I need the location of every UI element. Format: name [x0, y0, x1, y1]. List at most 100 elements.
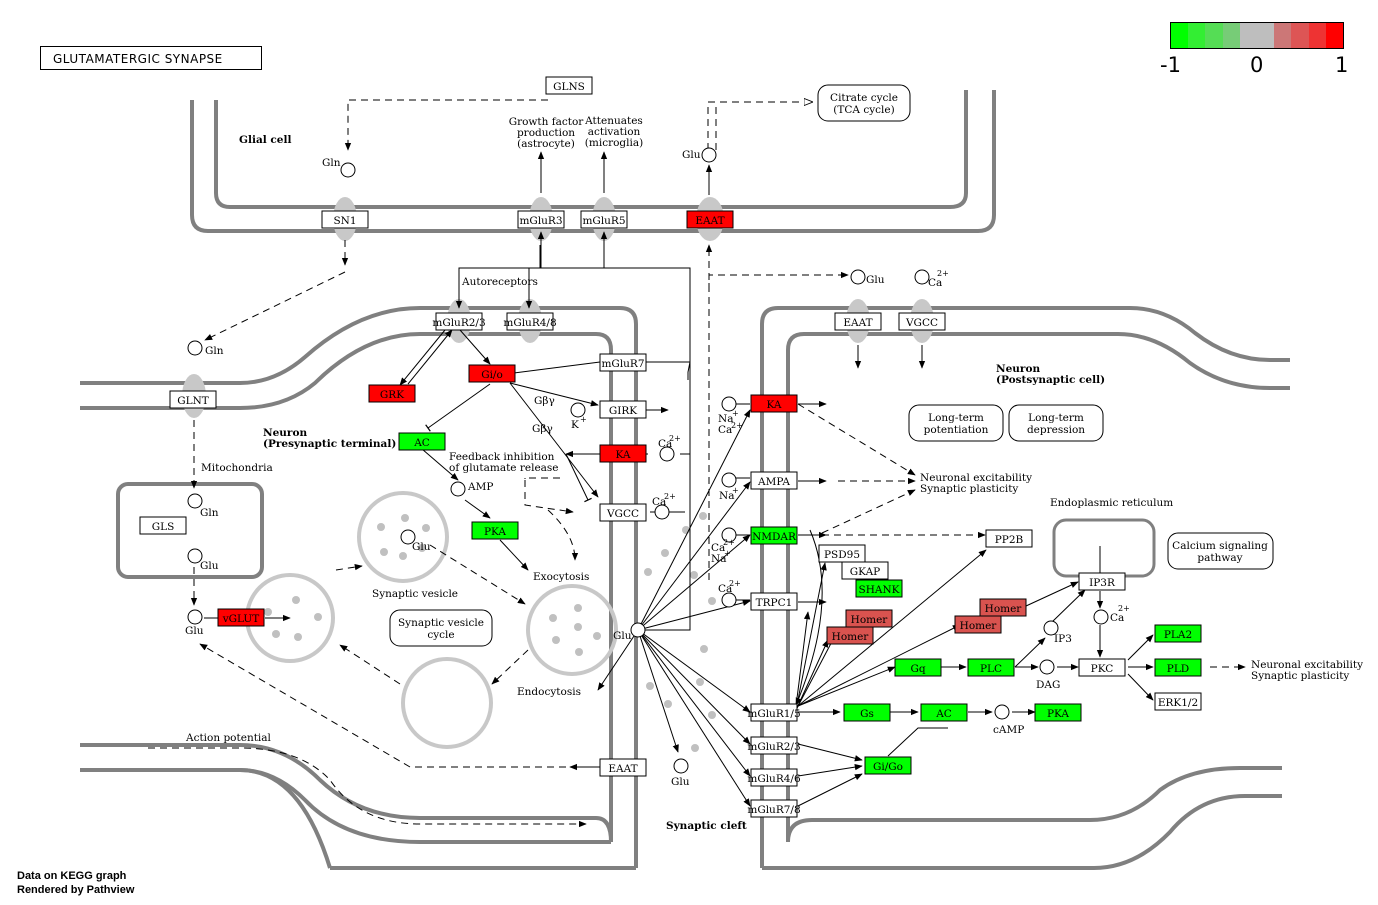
gene-gq[interactable]: [894, 658, 942, 677]
gene-ka-post[interactable]: [750, 394, 798, 413]
gene-eaat-glial[interactable]: [686, 210, 734, 229]
gene-gs[interactable]: [843, 703, 891, 722]
label-gln-mito: Gln: [200, 507, 219, 519]
gln-glial: [340, 162, 356, 178]
gene-gio-pre[interactable]: [468, 364, 516, 383]
gene-vgcc-pre[interactable]: [599, 503, 647, 522]
gene-plc[interactable]: [967, 658, 1015, 677]
gene-mglur48[interactable]: [506, 312, 554, 331]
label-autoreceptors: Autoreceptors: [461, 276, 538, 288]
gene-mglur46[interactable]: [750, 768, 798, 787]
label-na-ka: Na: [718, 413, 733, 425]
gene-mglur15[interactable]: [750, 703, 798, 722]
label-ca-trpc1: Ca: [718, 583, 732, 595]
label-glu-pre: Glu: [185, 625, 204, 637]
gene-pld[interactable]: [1154, 658, 1202, 677]
map-synaptic-vesicle-cycle[interactable]: [389, 609, 493, 647]
compounds: [187, 147, 1109, 774]
gene-gls[interactable]: [139, 516, 187, 535]
gene-vglut[interactable]: [217, 608, 265, 627]
legend-swatch: [1205, 23, 1223, 48]
gene-eaat-pre[interactable]: [599, 758, 647, 777]
label-gls: GLS: [152, 521, 175, 533]
legend-gradient-bar: [1170, 22, 1344, 49]
label-presyn-2: (Presynaptic terminal): [263, 438, 396, 450]
gene-trpc1[interactable]: [750, 592, 798, 611]
gene-mglur3[interactable]: [517, 210, 565, 229]
gene-shank[interactable]: [855, 579, 903, 598]
glu-glial: [701, 147, 717, 163]
gene-pka-post[interactable]: [1034, 703, 1082, 722]
footer-line-2: Rendered by Pathview: [17, 884, 135, 896]
k-ion: [570, 402, 586, 418]
gene-gio-post[interactable]: [864, 756, 912, 775]
legend-swatch: [1274, 23, 1292, 48]
gene-ampa[interactable]: [750, 471, 798, 490]
legend-swatch: [1257, 23, 1275, 48]
label-vgcc-post: VGCC: [905, 317, 938, 329]
synaptic-vesicle-1: [357, 491, 449, 583]
gene-glnt[interactable]: [169, 390, 217, 409]
gene-ac-pre[interactable]: [398, 432, 446, 451]
gene-mglur7[interactable]: [599, 353, 647, 372]
label-pka-post: PKA: [1047, 708, 1069, 720]
label-gq: Gq: [910, 663, 925, 675]
gene-pka-pre[interactable]: [471, 521, 519, 540]
label-ka-post: KA: [766, 399, 781, 411]
gene-girk[interactable]: [599, 400, 647, 419]
label-ca-ka-post: Ca: [718, 424, 732, 436]
label-vglut: vGLUT: [222, 613, 260, 625]
map-ltd[interactable]: [1008, 404, 1104, 442]
map-calcium-signaling[interactable]: [1167, 532, 1274, 570]
gene-erk12[interactable]: [1154, 692, 1202, 711]
free-labels: Glial cell Neuron (Presynaptic terminal)…: [185, 115, 1363, 832]
gene-grk[interactable]: [368, 384, 416, 403]
map-nodes: [389, 84, 1274, 647]
label-mglur48: mGluR4/8: [503, 317, 556, 329]
gene-homer-2[interactable]: [826, 626, 874, 645]
label-atten-1: Attenuates: [584, 115, 643, 127]
label-glnt: GLNT: [177, 395, 209, 407]
label-atten-2: activation: [588, 126, 641, 138]
map-ltp[interactable]: [908, 404, 1004, 442]
gene-homer-4[interactable]: [954, 615, 1002, 634]
label-ca-er: Ca: [1110, 612, 1124, 624]
legend-ticks: -1 0 1: [1160, 49, 1348, 77]
gene-mglur5-glial[interactable]: [580, 210, 628, 229]
label-homer-4: Homer: [960, 620, 998, 632]
ca-ion-vgcc: [654, 504, 670, 520]
label-camp: cAMP: [993, 724, 1024, 736]
compound-labels: Gln Glu Gln Gln Glu Glu Glu AMP K + Ca 2…: [185, 149, 1130, 788]
gene-ac-post[interactable]: [920, 703, 968, 722]
label-ltp-1: Long-term: [928, 412, 984, 424]
gene-eaat-post[interactable]: [834, 312, 882, 331]
gene-mglur23-pre[interactable]: [435, 312, 483, 331]
gene-pp2b[interactable]: [985, 529, 1033, 548]
gene-sn1[interactable]: [321, 210, 369, 229]
gene-ka-pre[interactable]: [599, 444, 647, 463]
gene-gkap[interactable]: [841, 561, 889, 580]
label-endocytosis: Endocytosis: [517, 686, 581, 698]
gene-ip3r[interactable]: [1078, 572, 1126, 591]
label-pka-pre: PKA: [484, 526, 506, 538]
ca-er: [1093, 609, 1109, 625]
map-citrate-cycle[interactable]: [817, 84, 911, 122]
label-presyn-1: Neuron: [263, 427, 307, 439]
gene-pkc[interactable]: [1078, 658, 1126, 677]
label-er: Endoplasmic reticulum: [1050, 497, 1173, 509]
label-erk12: ERK1/2: [1158, 697, 1198, 709]
gene-nmdar[interactable]: [750, 526, 798, 545]
label-ca-post-charge: 2+: [937, 269, 949, 278]
label-glu-cleft: Glu: [613, 630, 632, 642]
gene-homer-3[interactable]: [979, 598, 1027, 617]
label-postsyn-2: (Postsynaptic cell): [996, 374, 1105, 386]
gene-pla2[interactable]: [1154, 624, 1202, 643]
gene-glns[interactable]: [545, 76, 593, 95]
gene-vgcc-post[interactable]: [898, 312, 946, 331]
legend-swatch: [1171, 23, 1189, 48]
label-mglur7: mGluR7: [601, 358, 644, 370]
label-na-nmdar: Na: [711, 553, 726, 565]
gene-mglur23-post[interactable]: [750, 736, 798, 755]
label-eaat-glial: EAAT: [695, 215, 724, 227]
gene-mglur78[interactable]: [750, 799, 798, 818]
